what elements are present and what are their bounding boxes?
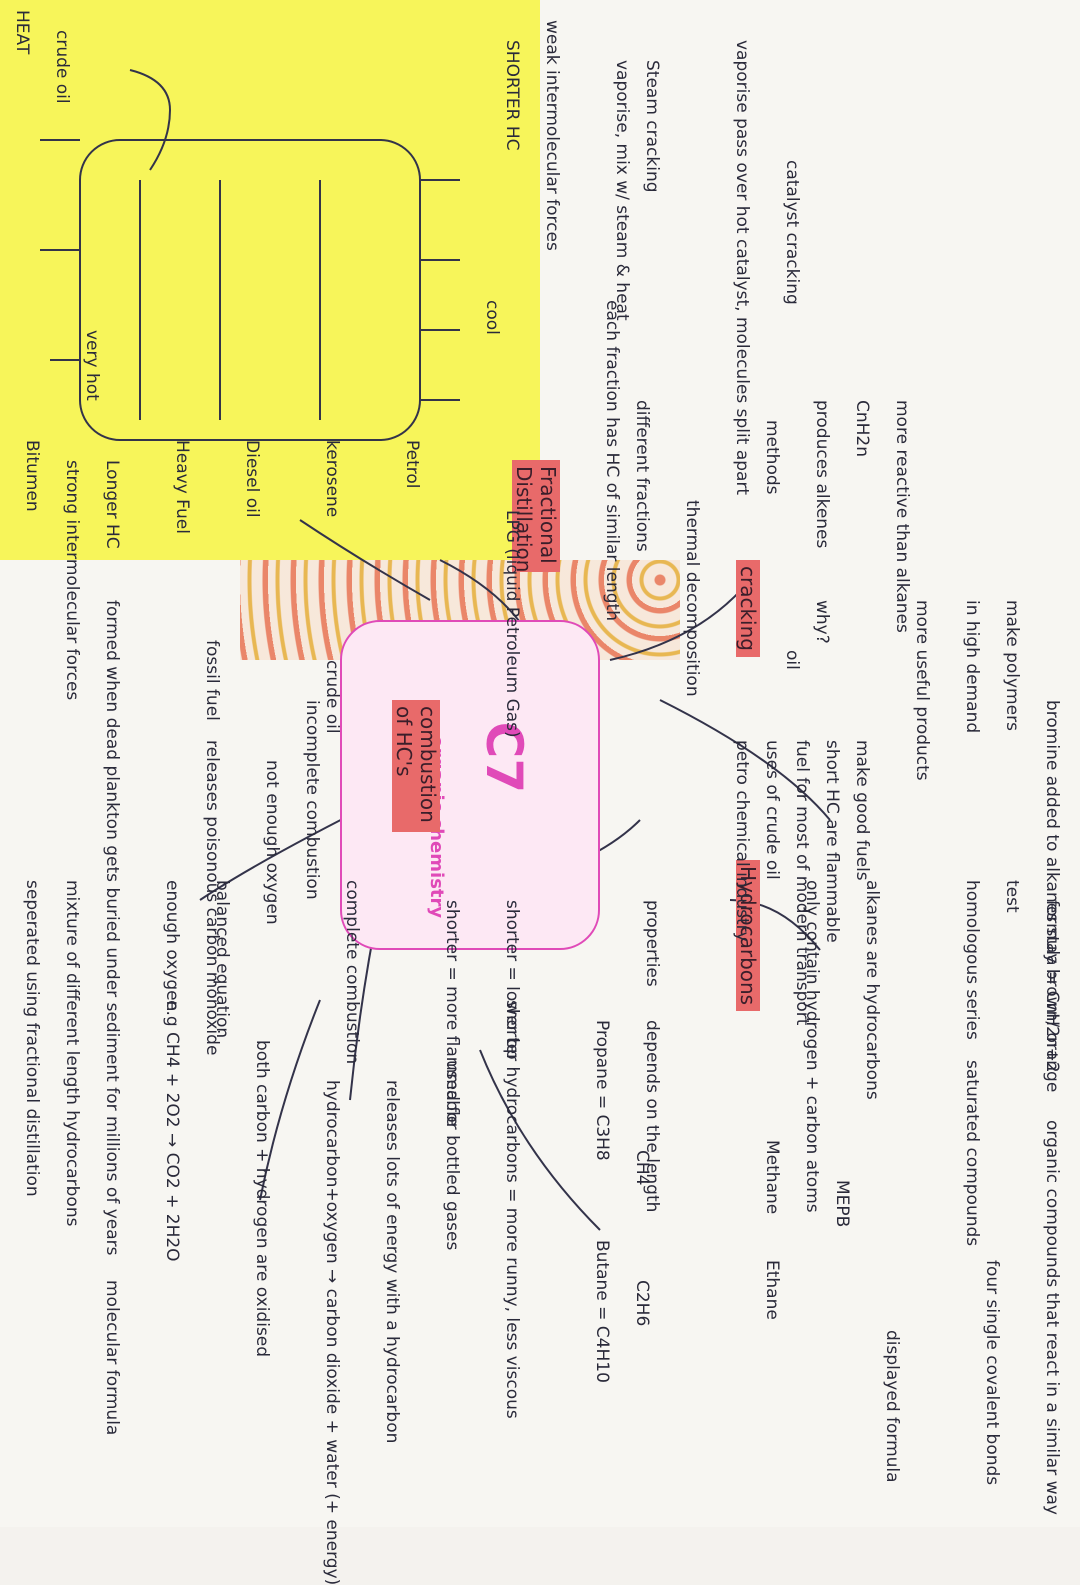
- cracking-steam: Steam cracking: [642, 60, 662, 193]
- cracking-in-high-demand: in high demand: [962, 600, 982, 734]
- dist-cool: cool: [482, 300, 502, 335]
- dist-very-hot: very hot: [82, 330, 102, 401]
- hc-butane: Butane = C4H10: [592, 1240, 612, 1383]
- hc-organic-compounds: organic compounds that react in a simila…: [1042, 1120, 1062, 1515]
- cracking-catalyst-desc: vaporise pass over hot catalyst, molecul…: [732, 40, 752, 496]
- cracking-make-polymers: make polymers: [1002, 600, 1022, 731]
- hc-properties: properties: [642, 900, 662, 987]
- fraction-4: Heavy Fuel: [172, 440, 192, 534]
- dist-fossil: fossil fuel: [202, 640, 222, 721]
- center-bubble: C7 - organic chemistry: [340, 620, 600, 951]
- comb-molecular: molecular formula: [102, 1280, 122, 1436]
- fraction-1: Petrol: [402, 440, 422, 489]
- fraction-2: kerosene: [322, 440, 342, 518]
- hc-displayed: displayed formula: [882, 1330, 902, 1483]
- hc-methane: Methane: [762, 1140, 782, 1215]
- dist-strong: strong intermolecular forces: [62, 460, 82, 701]
- hc-saturated: saturated compounds: [962, 1060, 982, 1247]
- cracking-produces-alkenes: produces alkenes: [812, 400, 832, 549]
- dist-shorter: SHORTER HC: [502, 40, 522, 151]
- hc-propane: Propane = C3H8: [592, 1020, 612, 1161]
- dist-different: different fractions: [632, 400, 652, 552]
- dist-crude-in: crude oil: [52, 30, 72, 104]
- cracking-thermal: thermal decomposition: [682, 500, 702, 697]
- hc-general-formula: formula = CnH2n+2: [1042, 900, 1062, 1073]
- dist-mixture: mixture of different length hydrocarbons: [62, 880, 82, 1227]
- dist-separated: seperated using fractional distillation: [22, 880, 42, 1197]
- comb-incomplete: incomplete combustion: [302, 700, 322, 900]
- heading-cracking: cracking: [736, 560, 760, 657]
- hc-homologous: homologous series: [962, 880, 982, 1040]
- comb-not-enough: not enough oxygen: [262, 760, 282, 925]
- dist-formed: formed when dead plankton gets buried un…: [102, 600, 122, 1256]
- hc-ethane: Ethane: [762, 1260, 782, 1320]
- cracking-make-good-fuels: make good fuels: [852, 740, 872, 881]
- hc-used-bottled: used for bottled gases: [442, 1060, 462, 1251]
- comb-enough: enough oxygen: [162, 880, 182, 1012]
- hc-mepb: MEPB: [832, 1180, 852, 1228]
- fraction-0: LPG (liquid Petroleum Gas): [502, 510, 522, 738]
- comb-complete: complete combustion: [342, 880, 362, 1065]
- heading-combustion: combustion of HC's: [392, 700, 440, 832]
- hc-shorter-runny: shorter hydrocarbons = more runny, less …: [502, 1000, 522, 1419]
- dist-crude-oil: crude oil: [322, 660, 342, 734]
- dist-each-fraction: each fraction has HC of similar length: [602, 300, 622, 621]
- dist-longer: Longer HC: [102, 460, 122, 549]
- hc-alkanes-are: alkanes are hydrocarbons: [862, 880, 882, 1100]
- cracking-oil: oil: [782, 650, 802, 670]
- cracking-steam-desc: vaporise, mix w/ steam & heat: [612, 60, 632, 321]
- dist-weak: weak intermolecular forces: [542, 20, 562, 251]
- fractionating-column: [79, 139, 421, 441]
- hc-four-bonds: four single covalent bonds: [982, 1260, 1002, 1486]
- comb-both: both carbon + hydrogen are oxidised: [252, 1040, 272, 1358]
- hc-depends: depends on the length: [642, 1020, 662, 1213]
- cracking-why: why?: [812, 600, 832, 644]
- comb-releases-energy: releases lots of energy with a hydrocarb…: [382, 1080, 402, 1444]
- comb-balanced: balanced equation: [212, 880, 232, 1039]
- cracking-more-useful: more useful products: [912, 600, 932, 781]
- cracking-short-hc: short HC are flammable: [822, 740, 842, 943]
- cracking-formula: CnH2n: [852, 400, 872, 458]
- dist-heat: HEAT: [12, 10, 32, 55]
- hc-test: test: [1002, 880, 1022, 913]
- cracking-uses-crude: uses of crude oil: [762, 740, 782, 880]
- hc-only-contain: only contain hydrogen + carbon atoms: [802, 880, 822, 1213]
- cracking-petro: petro chemical industry: [732, 740, 752, 942]
- fraction-5: Bitumen: [22, 440, 42, 512]
- cracking-more-reactive: more reactive than alkanes: [892, 400, 912, 633]
- cracking-methods: methods: [762, 420, 782, 495]
- fraction-3: Diesel oil: [242, 440, 262, 518]
- cracking-catalyst: catalyst cracking: [782, 160, 802, 305]
- hc-ethane-f: C2H6: [632, 1280, 652, 1327]
- comb-word-eq: hydrocarbon+oxygen → carbon dioxide + wa…: [322, 1080, 342, 1585]
- comb-equation: e.g CH4 + 2O2 → CO2 + 2H2O: [162, 1000, 182, 1262]
